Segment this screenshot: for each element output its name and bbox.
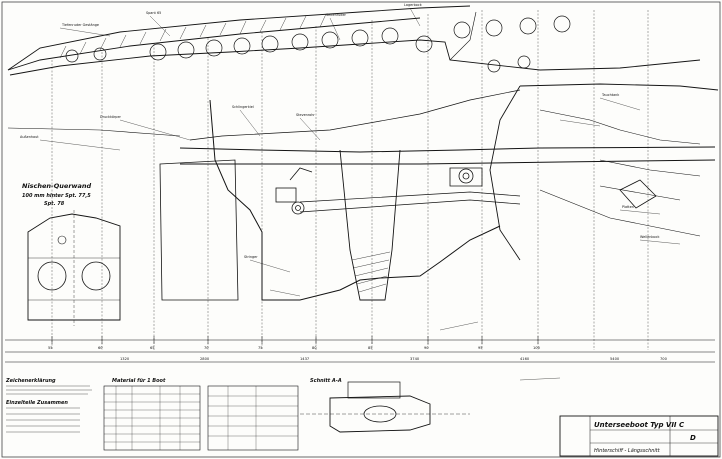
legend-area: Zeichenerklärung Einzelteile Zusammen: [5, 378, 92, 433]
dimension-value: 1437: [300, 357, 309, 361]
title-block: Unterseeboot Typ VII C Hinterschiff - Lä…: [559, 415, 719, 457]
dimension-value: 4160: [520, 357, 530, 361]
niche-outline: [27, 213, 121, 321]
callout-label: Seitenruder: [326, 13, 347, 17]
dimension-value: 5400: [610, 357, 620, 361]
frame-number: 95: [478, 346, 483, 350]
callout-labels: Tiefenruder Gestänge Spant 65 Seitenrude…: [20, 3, 659, 259]
parts-table: [207, 385, 299, 451]
pressure-hull: [159, 99, 701, 301]
callout-label: Wellenbock: [640, 235, 659, 239]
frame-number: 80: [312, 346, 317, 350]
title-sub: Hinterschiff - Längsschnitt: [594, 448, 661, 454]
lightening-holes: [65, 15, 571, 73]
callout-label: Tiefenruder Gestänge: [61, 23, 99, 27]
shaft-bracket: [275, 167, 657, 215]
baselines: [5, 339, 715, 363]
niche-heading: Nischen-Querwand: [22, 182, 92, 190]
section-aa: Schnitt A-A: [300, 378, 470, 433]
drawing-letter: D: [690, 434, 696, 442]
niche-frame: Spt. 78: [44, 201, 65, 207]
callout-label: Lagerbock: [404, 3, 422, 7]
frame-number: 100: [533, 346, 541, 350]
callout-label: Schlingerkiel: [232, 105, 254, 109]
frame-number: 85: [368, 346, 373, 350]
pillar-hatch: [351, 251, 391, 293]
callout-label: Platten: [622, 205, 634, 209]
niche-detail: Nischen-Querwand 100 mm hinter Spt. 77,5…: [22, 182, 121, 326]
leader-lines: [39, 7, 681, 381]
frame-number: 60: [98, 346, 103, 350]
dimension-values: 1437 3740 4160 5400 1320 2800 700: [120, 357, 668, 361]
frame-lines: [51, 10, 649, 350]
dimension-value: 1320: [120, 357, 130, 361]
callout-label: Tauchtank: [601, 93, 619, 97]
section-heading: Schnitt A-A: [310, 378, 342, 384]
frame-number: 55: [48, 346, 53, 350]
callout-label: Stevenrohr: [296, 113, 315, 117]
dimension-ticks: [51, 336, 539, 344]
callout-label: Spant 65: [146, 11, 161, 15]
upper-hull: [7, 5, 719, 261]
dimension-value: 2800: [200, 357, 210, 361]
title-main: Unterseeboot Typ VII C: [594, 421, 685, 429]
niche-hole: [81, 261, 111, 291]
niche-hole: [37, 261, 67, 291]
dimension-value: 3740: [410, 357, 420, 361]
callout-label: Außenhaut: [20, 135, 39, 139]
frame-number: 70: [204, 346, 209, 350]
material-heading: Material für 1 Boot: [112, 378, 166, 384]
niche-subheading: 100 mm hinter Spt. 77,5: [22, 193, 91, 199]
callout-label: Stringer: [244, 255, 258, 259]
frame-number: 75: [258, 346, 263, 350]
material-table: Material für 1 Boot: [103, 378, 201, 451]
frame-number: 90: [424, 346, 429, 350]
frame-number: 65: [150, 346, 155, 350]
callout-label: Druckkörper: [100, 115, 122, 119]
frame-numbers: 55 60 65 70 75 80 85 90 95 100: [48, 346, 541, 350]
legend-heading: Zeichenerklärung: [5, 378, 56, 384]
niche-hole: [57, 235, 67, 245]
dimension-value: 700: [660, 357, 668, 361]
parts-heading: Einzelteile Zusammen: [6, 400, 68, 406]
